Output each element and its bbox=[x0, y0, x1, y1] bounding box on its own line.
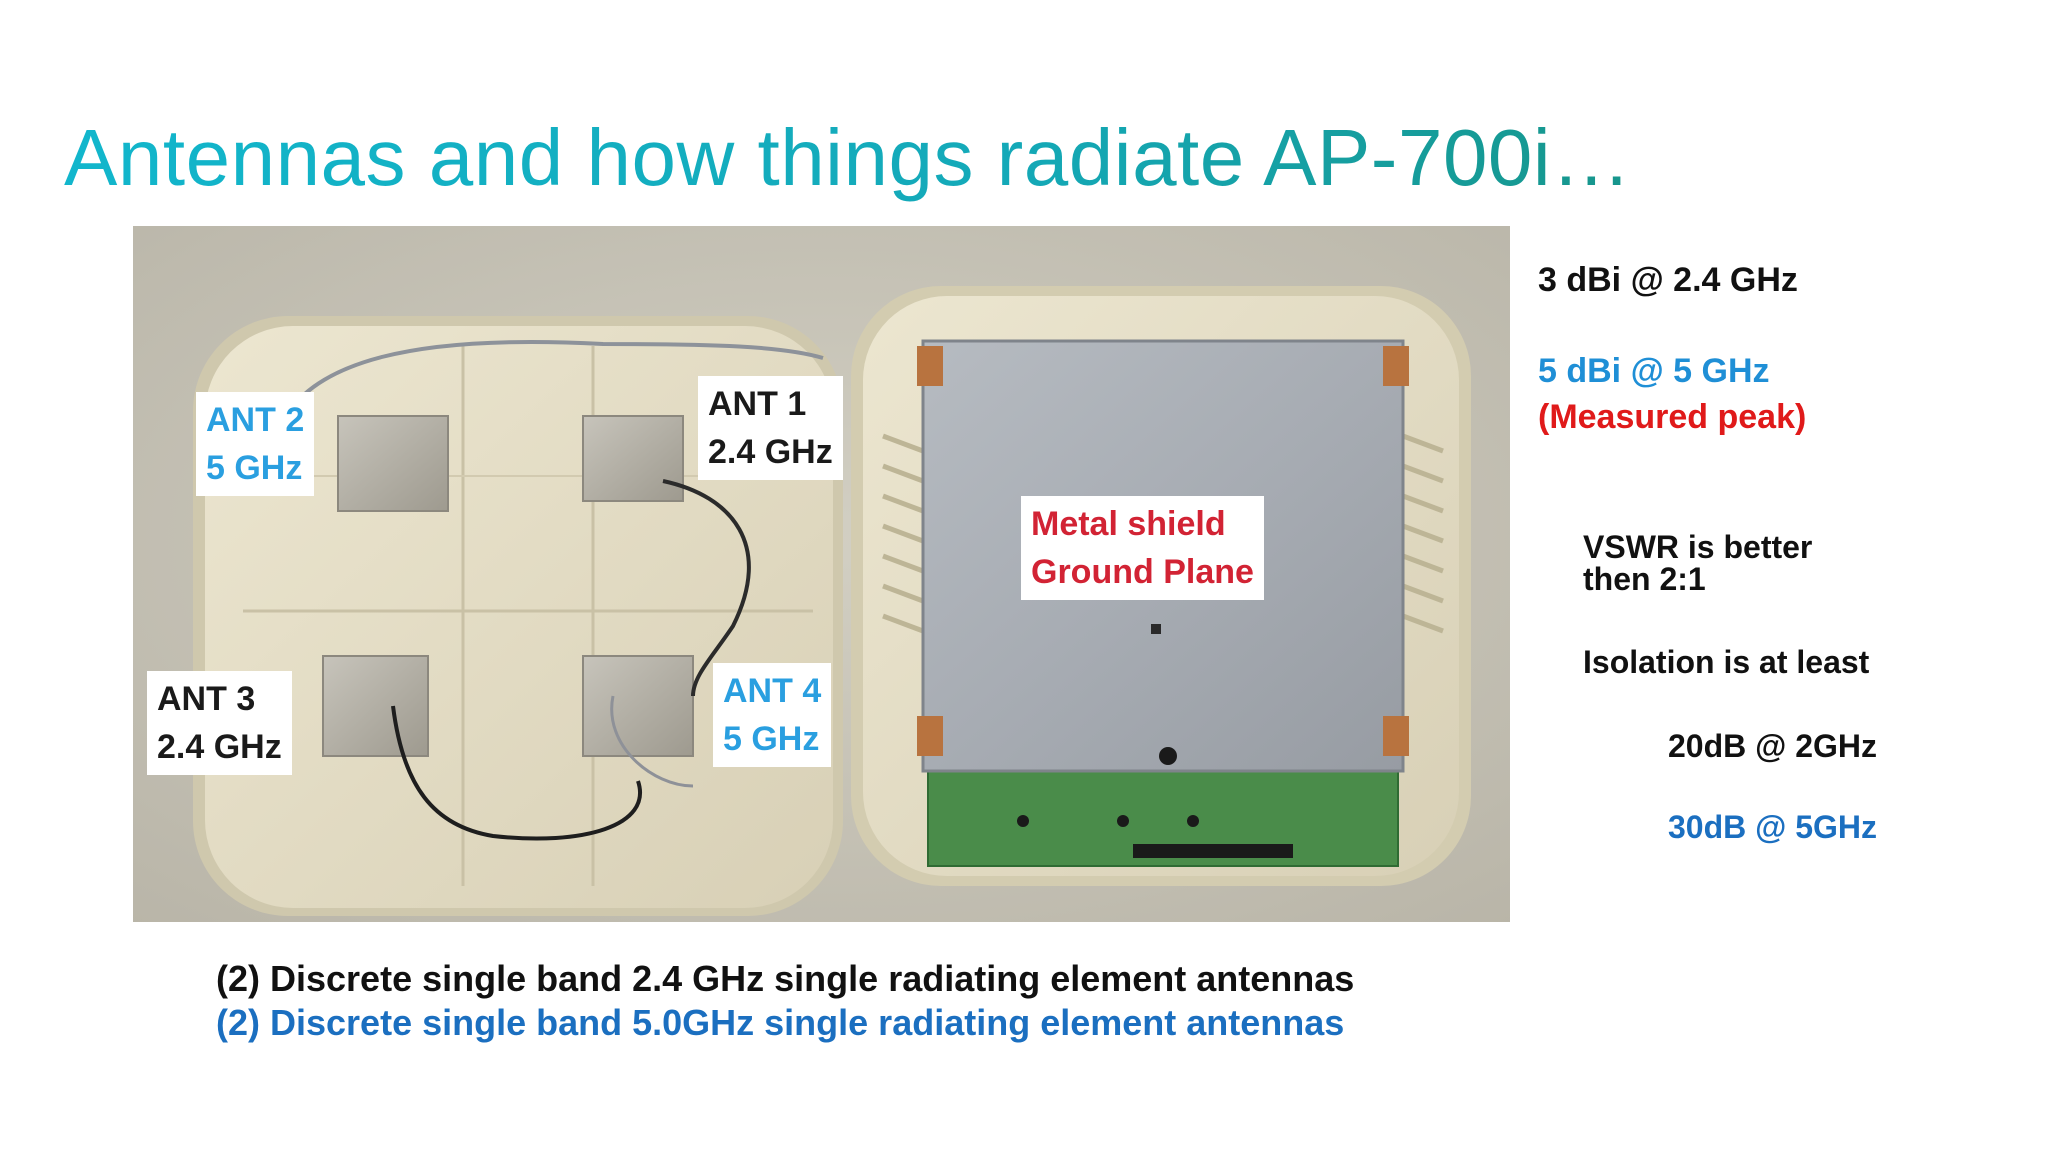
ant1-plate bbox=[582, 415, 684, 502]
pcb-connectors bbox=[1017, 815, 1293, 858]
ant4-band: 5 GHz bbox=[723, 720, 820, 758]
ant3-name: ANT 3 bbox=[157, 680, 256, 718]
ground-plane-text: Ground Plane bbox=[1031, 553, 1254, 591]
ant3-cable bbox=[391, 705, 642, 841]
shield-screw bbox=[1159, 747, 1177, 765]
ant4-label: ANT 4 5 GHz bbox=[713, 663, 832, 767]
metal-shield-text: Metal shield bbox=[1031, 505, 1226, 543]
ant2-label: ANT 2 5 GHz bbox=[196, 392, 315, 496]
isolation-5ghz: 30dB @ 5GHz bbox=[1668, 809, 1878, 845]
metal-shield bbox=[921, 339, 1405, 773]
ant3-band: 2.4 GHz bbox=[157, 728, 282, 766]
ant2-name: ANT 2 bbox=[206, 401, 305, 439]
ant2-band: 5 GHz bbox=[206, 449, 303, 487]
ant1-name: ANT 1 bbox=[708, 385, 807, 423]
ant4-cable bbox=[610, 695, 694, 788]
caption-5ghz: (2) Discrete single band 5.0GHz single r… bbox=[216, 1002, 1345, 1043]
isolation-heading: Isolation is at least bbox=[1583, 644, 1870, 680]
gain-24ghz: 3 dBi @ 2.4 GHz bbox=[1538, 261, 1798, 299]
ant1-cable bbox=[662, 479, 751, 697]
vswr-line-2: then 2:1 bbox=[1583, 561, 1706, 597]
gain-5ghz: 5 dBi @ 5 GHz bbox=[1538, 352, 1770, 390]
isolation-24ghz: 20dB @ 2GHz bbox=[1668, 728, 1878, 764]
slide-title: Antennas and how things radiate AP-700i… bbox=[64, 113, 1632, 202]
ant2-plate bbox=[337, 415, 449, 512]
caption-24ghz: (2) Discrete single band 2.4 GHz single … bbox=[216, 958, 1355, 999]
shield-corner-tabs bbox=[917, 346, 1409, 756]
ant1-band: 2.4 GHz bbox=[708, 433, 833, 471]
ap-teardown-photo: ANT 2 5 GHz ANT 1 2.4 GHz ANT 3 2.4 GHz … bbox=[133, 226, 1510, 922]
ant4-plate bbox=[582, 655, 694, 757]
vswr-line-1: VSWR is better bbox=[1583, 529, 1813, 565]
shield-hole bbox=[1151, 624, 1161, 634]
metal-shield-label: Metal shield Ground Plane bbox=[1021, 496, 1264, 600]
measured-peak-note: (Measured peak) bbox=[1538, 398, 1807, 436]
ant3-plate bbox=[322, 655, 429, 757]
ant1-label: ANT 1 2.4 GHz bbox=[698, 376, 843, 480]
ant3-label: ANT 3 2.4 GHz bbox=[147, 671, 292, 775]
ant4-name: ANT 4 bbox=[723, 672, 822, 710]
